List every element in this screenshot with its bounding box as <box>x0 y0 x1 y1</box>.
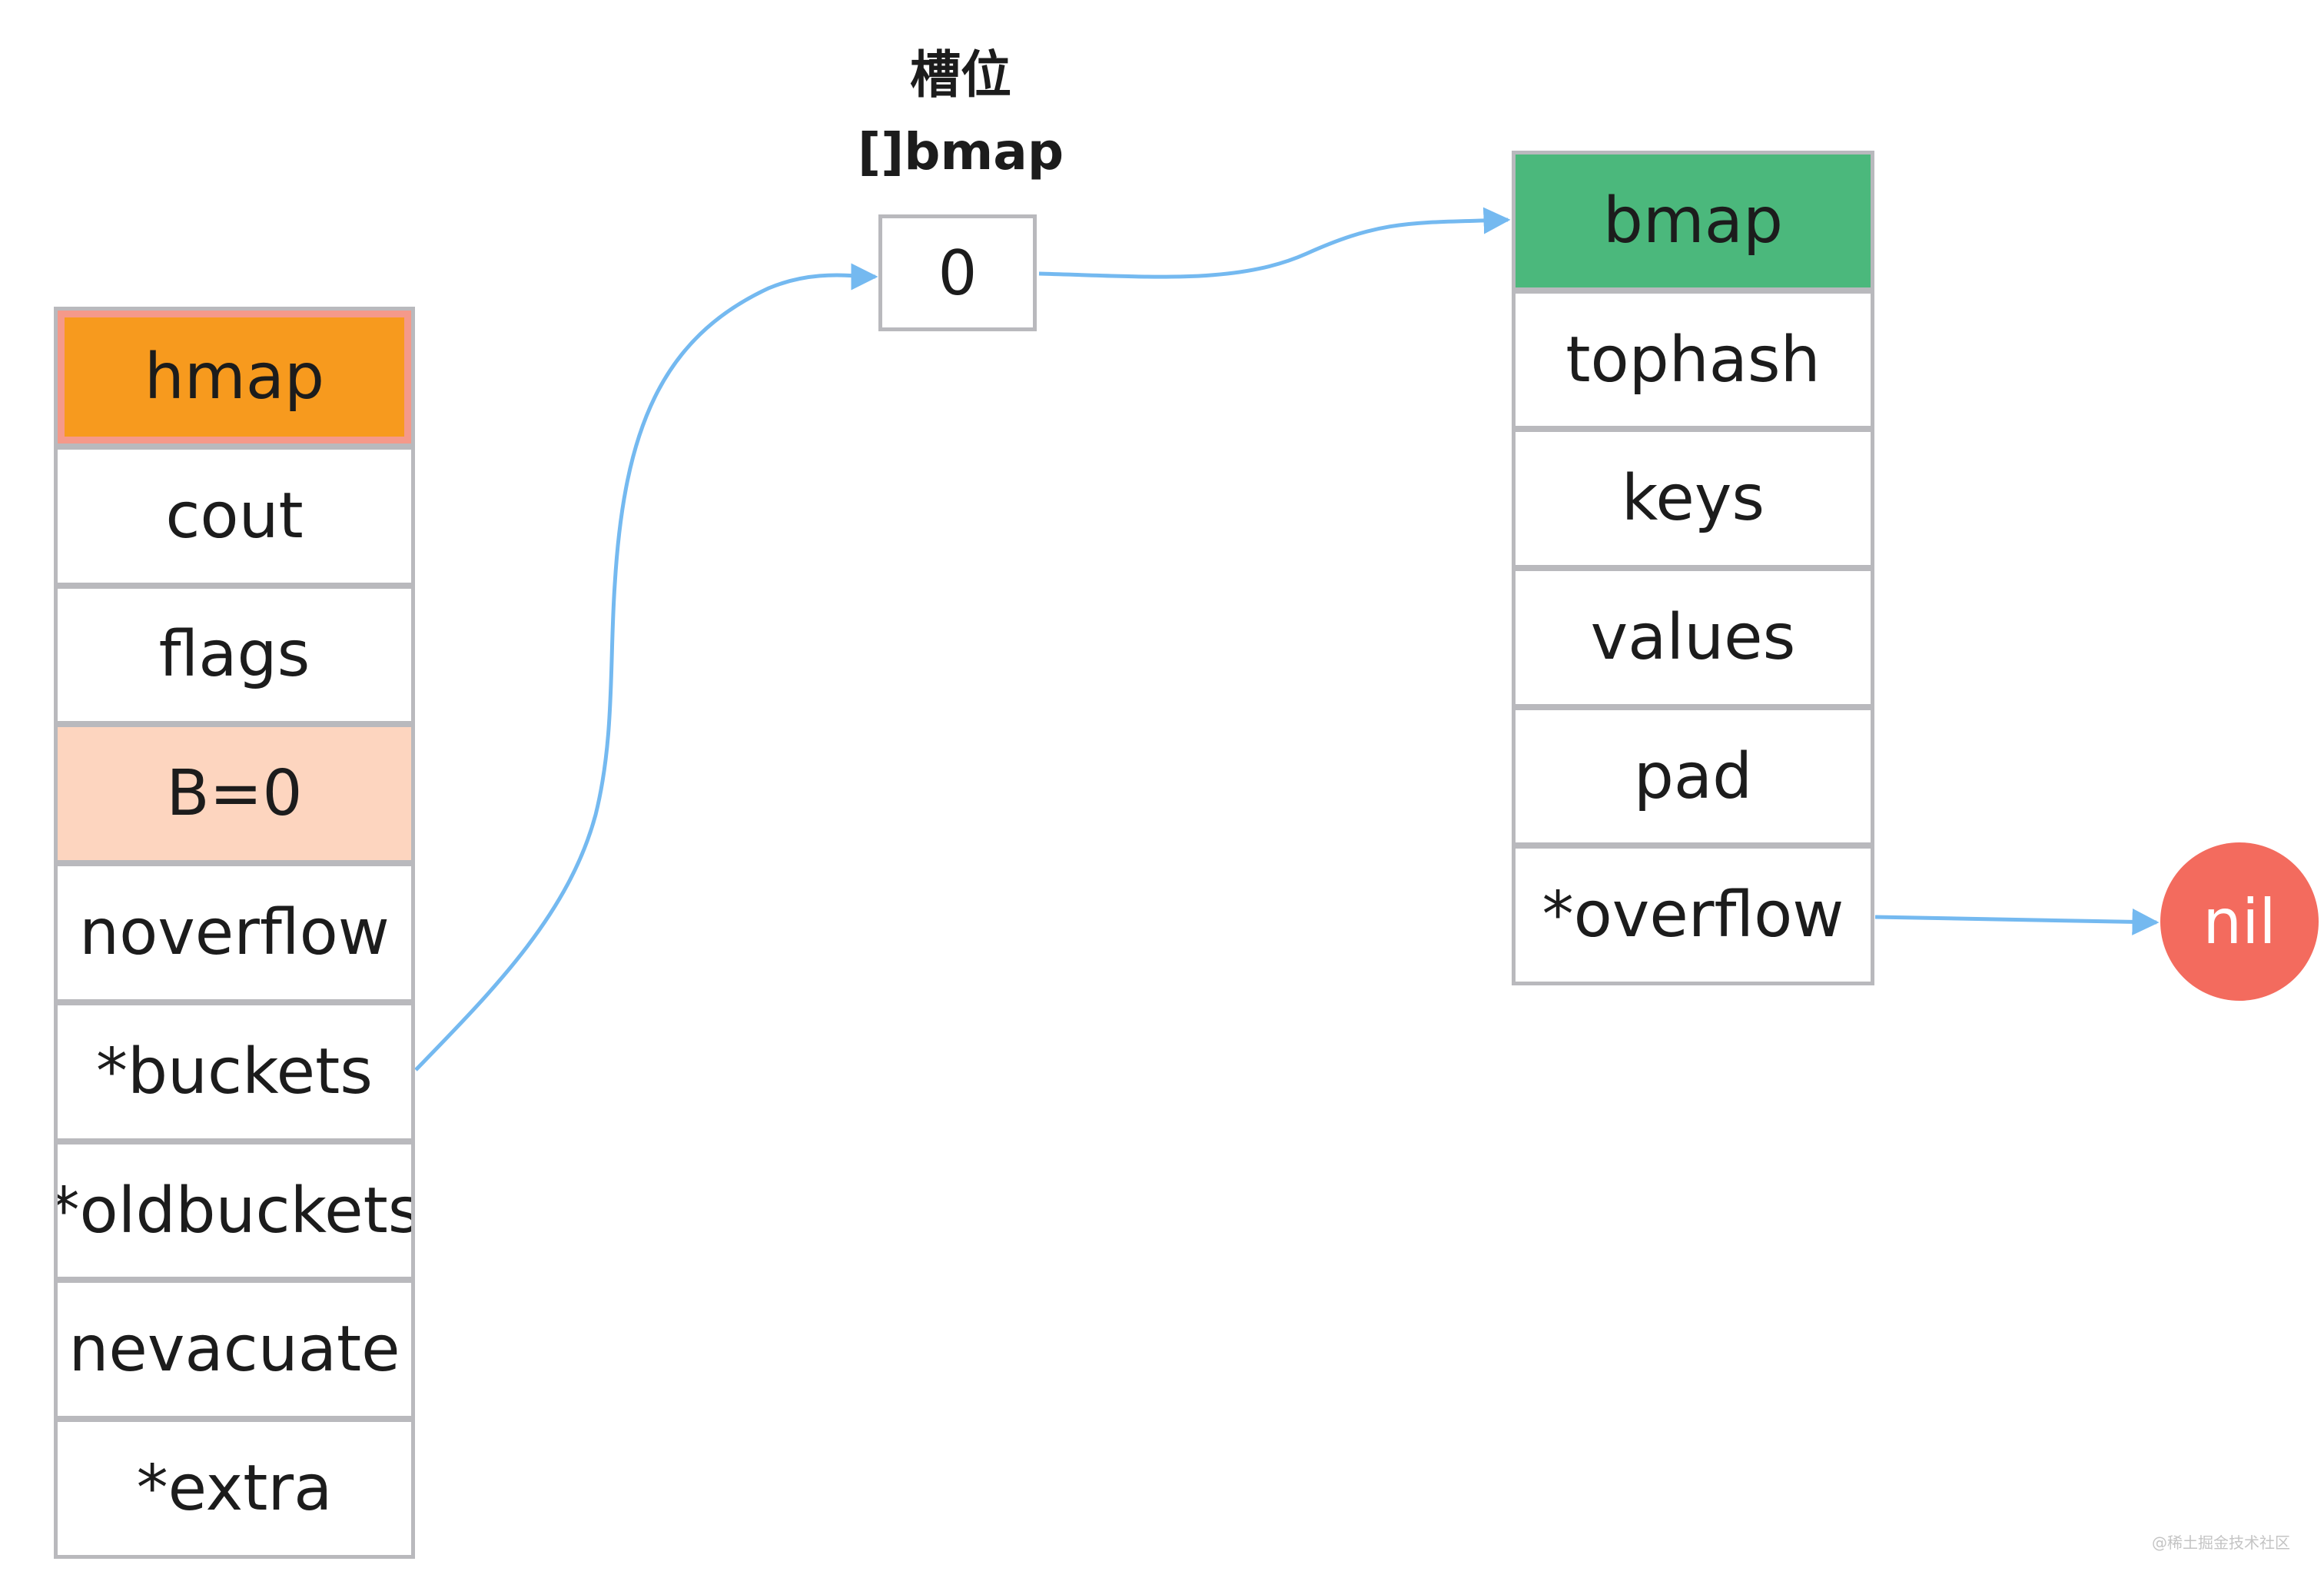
hmap-field-buckets: *buckets <box>58 1005 411 1138</box>
bmap-field-values: values <box>1516 571 1871 704</box>
hmap-field-nevacuate: nevacuate <box>58 1283 411 1417</box>
hmap-field-noverflow: noverflow <box>58 866 411 999</box>
bmap-header: bmap <box>1516 154 1871 287</box>
slot-title-type: []bmap <box>857 122 1064 181</box>
slot-title-label: 槽位 <box>910 45 1011 105</box>
hmap-field-oldbuckets: *oldbuckets <box>58 1144 411 1277</box>
hmap-field-b: B=0 <box>58 727 411 861</box>
bmap-field-tophash: tophash <box>1516 293 1871 427</box>
hmap-struct: hmap cout flags B=0 noverflow *buckets *… <box>54 307 415 1559</box>
arrow-overflow-to-nil <box>1874 908 2160 935</box>
bmap-field-keys: keys <box>1516 432 1871 566</box>
arrow-slot-to-bmap <box>1038 207 1511 279</box>
bmap-field-overflow: *overflow <box>1516 849 1871 982</box>
hmap-header: hmap <box>58 311 411 444</box>
bmap-struct: bmap tophash keys values pad *overflow <box>1512 151 1874 985</box>
slot-index-label: 0 <box>938 237 978 309</box>
slot-index-box: 0 <box>878 214 1037 331</box>
arrow-buckets-to-slot <box>414 263 878 1071</box>
hmap-field-extra: *extra <box>58 1422 411 1556</box>
nil-node: nil <box>2160 842 2319 1001</box>
bmap-field-pad: pad <box>1516 709 1871 843</box>
slot-title: 槽位 []bmap <box>799 37 1122 191</box>
hmap-field-cout: cout <box>58 449 411 583</box>
nil-label: nil <box>2203 885 2276 958</box>
hmap-field-flags: flags <box>58 588 411 722</box>
watermark: @稀土掘金技术社区 <box>2152 1533 2290 1552</box>
